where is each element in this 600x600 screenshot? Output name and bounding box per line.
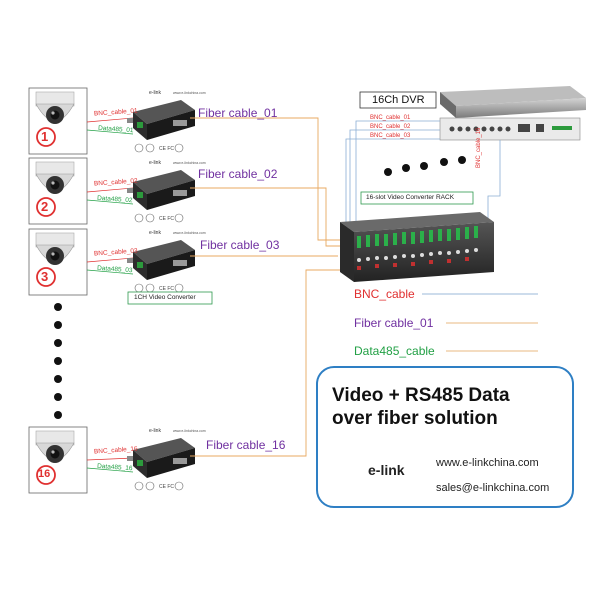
- solution-box: Video + RS485 Data over fiber solution e…: [316, 366, 574, 508]
- fiber-converter-icon: [126, 427, 207, 491]
- dvr-label: 16Ch DVR: [372, 94, 425, 106]
- solution-title-line1: Video + RS485 Data: [332, 385, 510, 406]
- converter-label-box: [127, 291, 213, 305]
- camera-unit-3: [28, 228, 88, 296]
- legend-data485-cable: Data485_cable: [354, 344, 435, 358]
- email-link[interactable]: sales@e-linkchina.com: [436, 482, 550, 494]
- fiber-cable-label-1: Fiber cable_01: [198, 106, 278, 120]
- legend-fiber-cable: Fiber cable_01: [354, 316, 434, 330]
- camera-number-1: 1: [41, 129, 49, 144]
- fiber-converter-icon: [126, 229, 207, 293]
- camera-ellipsis-dots: [54, 303, 62, 419]
- camera-unit-16: [28, 426, 88, 494]
- dvr-bnc-label-1: BNC_cable_01: [370, 115, 411, 121]
- fiber-converter-icon: [126, 159, 207, 223]
- solution-title-line2: over fiber solution: [332, 408, 498, 429]
- dvr-bnc-label-3: BNC_cable_03: [370, 133, 411, 139]
- fiber-cable-label-3: Fiber cable_03: [200, 238, 280, 252]
- dvr-ellipsis-dots: [384, 156, 466, 176]
- fiber-cable-label-16: Fiber cable_16: [206, 438, 286, 452]
- rack-label-box: [360, 191, 474, 205]
- camera-number-3: 3: [41, 269, 49, 284]
- dvr-bnc-label-2: BNC_cable_02: [370, 124, 411, 130]
- dvr-label-box: [359, 91, 437, 109]
- fiber-cable-label-2: Fiber cable_02: [198, 167, 278, 181]
- solution-title: Video + RS485 Data over fiber solution: [332, 384, 510, 430]
- rack-icon: [340, 212, 494, 282]
- camera-unit-1: [28, 87, 88, 155]
- dvr-bnc-label-16: BNC_cable_16: [476, 127, 482, 168]
- camera-number-2: 2: [41, 199, 49, 214]
- camera-number-16: 16: [38, 468, 51, 480]
- fiber-converter-icon: [126, 89, 207, 153]
- legend-bnc-cable: BNC_cable: [354, 287, 415, 301]
- dvr-icon: [439, 86, 586, 141]
- camera-unit-2: [28, 157, 88, 225]
- rack-label: 16-slot Video Converter RACK: [366, 194, 455, 201]
- brand-name: e-link: [368, 462, 405, 478]
- converter-label: 1CH Video Converter: [134, 294, 196, 301]
- website-link[interactable]: www.e-linkchina.com: [436, 457, 539, 469]
